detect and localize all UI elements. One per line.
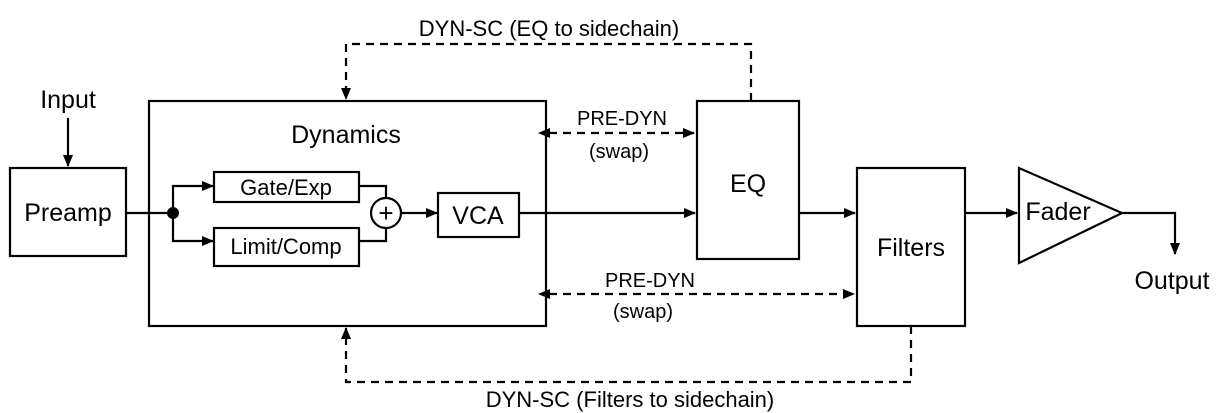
pre-dyn-filters-label: PRE-DYN — [605, 270, 695, 292]
gate-to-sum-wire — [359, 184, 388, 198]
filters-sidechain-label: DYN-SC (Filters to sidechain) — [486, 387, 775, 412]
vca-block — [436, 191, 521, 239]
vca-label: VCA — [452, 202, 504, 230]
output-label: Output — [1134, 267, 1209, 295]
filters-sidechain-route — [341, 326, 913, 384]
limit-comp-label: Limit/Comp — [230, 234, 341, 259]
split-to-limit-wire — [171, 213, 214, 246]
limit-comp-block — [212, 226, 361, 268]
limit-to-sum-wire — [359, 228, 388, 243]
eq-block — [695, 99, 801, 261]
input-label: Input — [40, 86, 96, 114]
eq-label: EQ — [730, 170, 766, 198]
pre-dyn-eq-swap-label: (swap) — [589, 141, 649, 163]
filters-block — [855, 166, 967, 328]
fader-to-output-wire — [1122, 211, 1180, 255]
eq-sidechain-label: DYN-SC (EQ to sidechain) — [419, 16, 679, 41]
filters-label: Filters — [877, 234, 945, 262]
summing-symbol: + — [378, 198, 393, 228]
split-to-gate-wire — [171, 181, 214, 213]
preamp-label: Preamp — [24, 199, 112, 227]
gate-exp-label: Gate/Exp — [240, 175, 332, 200]
gate-exp-block — [212, 170, 361, 204]
pre-dyn-filters-swap-label: (swap) — [613, 301, 673, 323]
fader-block — [1017, 166, 1125, 265]
pre-dyn-eq-label: PRE-DYN — [577, 108, 667, 130]
dynamics-label: Dynamics — [291, 121, 401, 149]
fader-label: Fader — [1025, 198, 1090, 226]
eq-sidechain-route — [341, 42, 753, 101]
